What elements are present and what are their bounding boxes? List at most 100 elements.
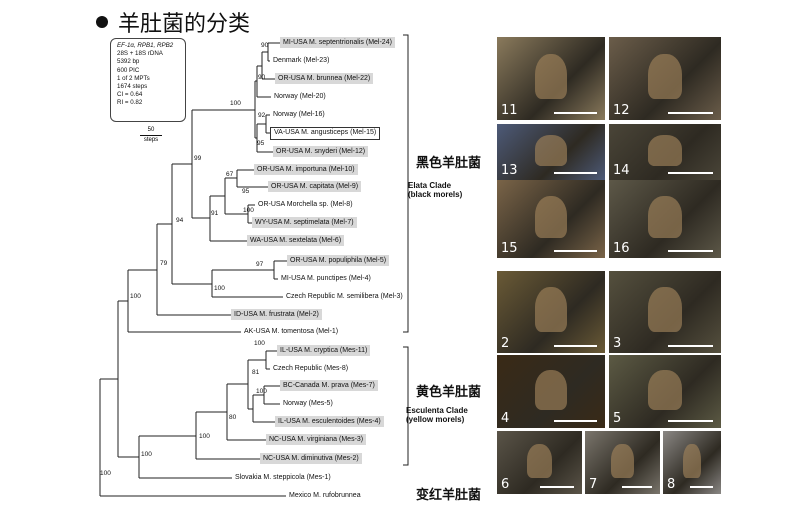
mushroom-shape [648, 287, 682, 333]
slide-title-text: 羊肚菌的分类 [118, 12, 251, 37]
mushroom-shape [526, 443, 553, 479]
red-morel-label: 变红羊肚菌 [416, 488, 482, 503]
info-line: EF-1α, RPB1, RPB2 [117, 42, 174, 49]
scale-bar: 50 steps [140, 127, 162, 144]
taxon-label: WY-USA M. septimelata (Mel-7) [252, 217, 357, 228]
bootstrap-value: 100 [130, 293, 141, 300]
photo-scale-bar [668, 172, 713, 174]
bootstrap-value: 95 [257, 140, 265, 147]
photo-number: 2 [501, 336, 510, 351]
bootstrap-value: 100 [100, 470, 111, 477]
mushroom-photo: 6 [497, 431, 582, 494]
esculenta-clade-name: Esculenta Clade [406, 406, 468, 415]
taxon-label: Slovakia M. steppicola (Mes-1) [235, 474, 331, 481]
taxon-label: AK-USA M. tomentosa (Mel-1) [244, 328, 339, 335]
info-line: 28S + 18S rDNA [117, 50, 163, 58]
mushroom-photo: 16 [609, 180, 721, 258]
taxon-label: IL-USA M. esculentoides (Mes-4) [275, 416, 384, 427]
photo-number: 16 [613, 241, 630, 256]
bootstrap-value: 79 [160, 260, 168, 267]
taxon-label: WA-USA M. sextelata (Mel-6) [247, 235, 345, 246]
photo-scale-bar [554, 250, 597, 252]
slide-title: 羊肚菌的分类 [96, 6, 250, 38]
bootstrap-value: 100 [230, 100, 241, 107]
photo-scale-bar [554, 420, 597, 422]
elata-clade-label: Elata Clade (black morels) [408, 181, 462, 199]
info-line: RI = 0.82 [117, 99, 143, 107]
scale-unit: steps [143, 137, 159, 143]
elata-clade-name: Elata Clade [408, 181, 452, 190]
photo-scale-bar [690, 486, 713, 488]
mushroom-photo: 15 [497, 180, 605, 258]
mushroom-photo: 3 [609, 271, 721, 353]
photo-scale-bar [554, 172, 597, 174]
photo-number: 5 [613, 411, 622, 426]
mushroom-photo: 5 [609, 355, 721, 428]
info-line: 600 PIC [117, 66, 140, 74]
bootstrap-value: 97 [256, 261, 264, 268]
taxon-label: Norway (Mel-16) [273, 111, 325, 118]
bootstrap-value: 90 [261, 42, 269, 49]
esculenta-clade-note: (yellow morels) [406, 415, 465, 424]
photo-number: 8 [667, 477, 676, 492]
bootstrap-value: 100 [199, 433, 210, 440]
mushroom-shape [534, 195, 568, 239]
photo-scale-bar [622, 486, 652, 488]
taxon-label: OR-USA M. capitata (Mel-9) [268, 181, 362, 192]
taxon-label: Czech Republic M. semilibera (Mel-3) [286, 293, 403, 300]
taxon-label: OR-USA M. brunnea (Mel-22) [275, 73, 374, 84]
taxon-label: Norway (Mes-5) [283, 400, 333, 407]
photo-number: 4 [501, 411, 510, 426]
mushroom-shape [648, 369, 682, 410]
bootstrap-value: 99 [194, 155, 202, 162]
mushroom-shape [534, 287, 568, 333]
taxon-label: MI-USA M. septentrionalis (Mel-24) [280, 37, 395, 48]
mushroom-shape [534, 135, 568, 166]
bootstrap-value: 100 [243, 207, 254, 214]
bootstrap-value: 100 [256, 388, 267, 395]
taxon-label: NC-USA M. virginiana (Mes-3) [266, 434, 367, 445]
mushroom-photo: 2 [497, 271, 605, 353]
mushroom-shape [648, 53, 682, 100]
photo-scale-bar [668, 250, 713, 252]
mushroom-shape [648, 135, 682, 166]
esculenta-clade-label: Esculenta Clade (yellow morels) [406, 406, 468, 424]
bootstrap-value: 91 [211, 210, 219, 217]
bootstrap-value: 100 [254, 340, 265, 347]
bootstrap-value: 95 [242, 188, 250, 195]
photo-number: 14 [613, 163, 630, 178]
scale-value: 50 [147, 127, 155, 133]
mushroom-photo: 8 [663, 431, 721, 494]
bootstrap-value: 90 [258, 74, 266, 81]
photo-number: 7 [589, 477, 598, 492]
bullet-icon [96, 16, 108, 28]
tree-branch [403, 34, 409, 333]
info-line: 1674 steps [117, 83, 148, 91]
photo-number: 11 [501, 103, 518, 118]
mushroom-photo: 7 [585, 431, 660, 494]
photo-scale-bar [554, 345, 597, 347]
photo-number: 13 [501, 163, 518, 178]
elata-clade-note: (black morels) [408, 190, 463, 199]
info-line: CI = 0.64 [117, 91, 143, 99]
photo-scale-bar [554, 112, 597, 114]
bootstrap-value: 81 [252, 369, 260, 376]
info-line: 5392 bp [117, 58, 140, 66]
scale-line [140, 135, 162, 136]
analysis-info-box: EF-1α, RPB1, RPB2 28S + 18S rDNA 5392 bp… [110, 38, 186, 122]
bootstrap-value: 92 [258, 112, 266, 119]
mushroom-photo: 4 [497, 355, 605, 428]
taxon-label: IL-USA M. cryptica (Mes-11) [277, 345, 371, 356]
bootstrap-value: 100 [214, 285, 225, 292]
taxon-label: OR-USA Morchella sp. (Mel-8) [258, 201, 353, 208]
yellow-morel-label: 黄色羊肚菌 [416, 385, 482, 400]
photo-number: 6 [501, 477, 510, 492]
taxon-label: Czech Republic (Mes-8) [273, 365, 349, 372]
photo-scale-bar [668, 345, 713, 347]
taxon-label: MI-USA M. punctipes (Mel-4) [281, 275, 371, 282]
mushroom-shape [648, 195, 682, 239]
bootstrap-value: 67 [226, 171, 234, 178]
mushroom-shape [534, 53, 568, 100]
mushroom-shape [683, 443, 701, 479]
